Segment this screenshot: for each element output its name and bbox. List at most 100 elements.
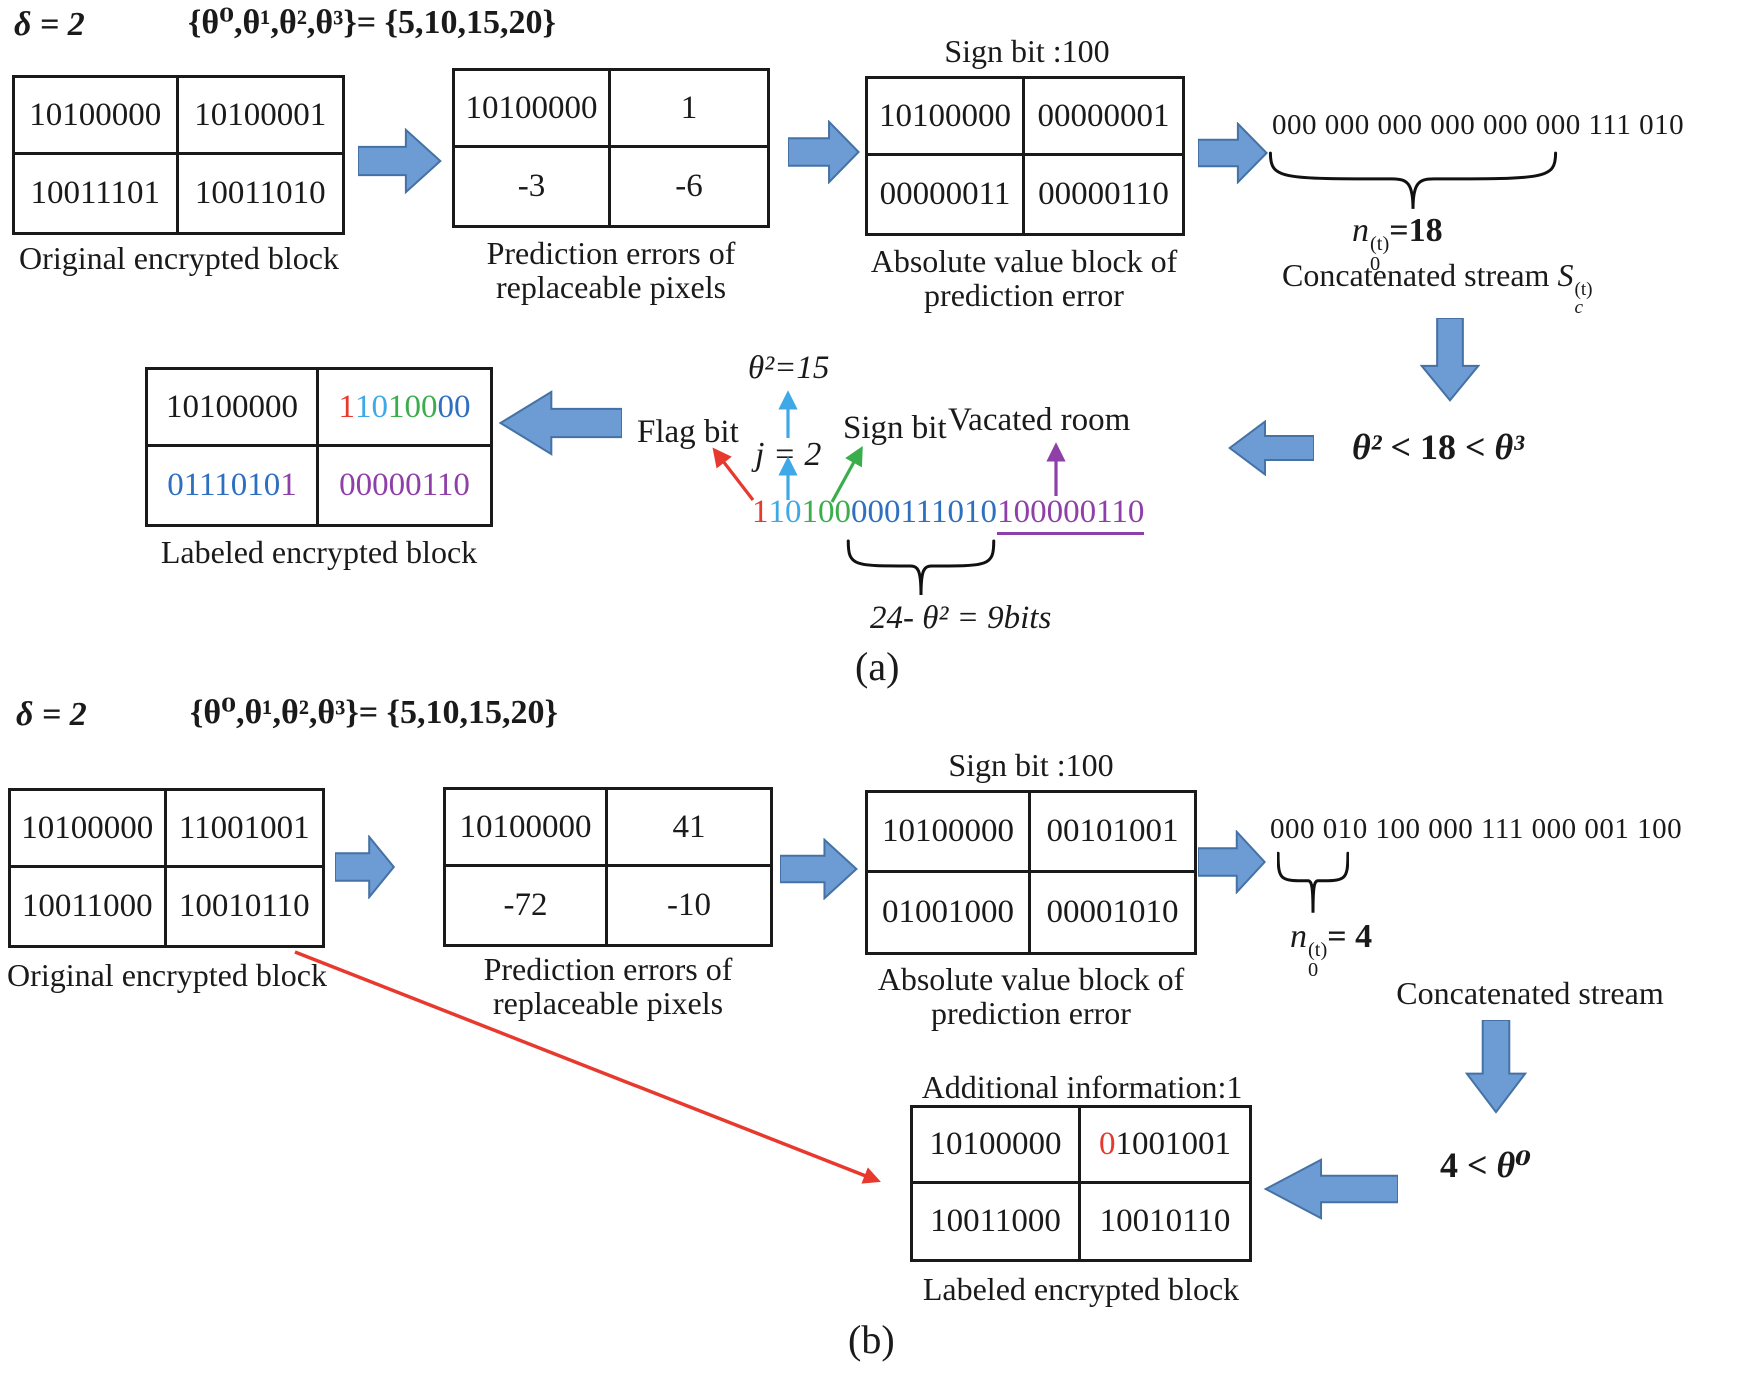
bit-segment: 00 (437, 388, 471, 425)
bit-segment: 1 (338, 388, 356, 425)
panel-b-tag: (b) (848, 1317, 895, 1362)
delta-label-b: δ = 2 (16, 696, 87, 733)
stream-caption-b: Concatenated stream (1396, 975, 1664, 1011)
bit-segment-flag: 1 (752, 494, 769, 530)
prediction-block-caption-b-line2: replaceable pixels (492, 985, 724, 1021)
cell: 10100000 (868, 79, 1025, 156)
theta-set-label-a: {θ⁰,θ¹,θ²,θ³}= {5,10,15,20} (188, 4, 556, 41)
comparison-mid: 4 (1440, 1145, 1458, 1185)
arrow-right-icon (358, 128, 442, 194)
cell: 10011010 (194, 175, 326, 211)
bits-brace-label: 24- θ² = 9bits (870, 600, 1052, 636)
sign-bit-label-b: Sign bit :100 (948, 747, 1114, 783)
arrow-right-icon (788, 120, 860, 184)
arrow-right-icon (1198, 122, 1268, 184)
labeled-block-caption-b: Labeled encrypted block (922, 1271, 1240, 1307)
bit-segment: 0 (1099, 1125, 1116, 1162)
cell: 01001000 (868, 872, 1031, 952)
cell: -10 (667, 887, 711, 923)
flag-bit-label: Flag bit (637, 414, 739, 450)
bit-segment: 10 (355, 388, 388, 425)
cell: 00101001 (1031, 793, 1194, 873)
labeled-block-caption-a: Labeled encrypted block (160, 534, 478, 570)
flag-bit-arrow (712, 447, 755, 501)
stream-scripts: (t)c (1574, 278, 1593, 318)
j-to-theta-arrow (778, 390, 798, 438)
comparison-mid: 18 (1420, 427, 1456, 467)
bit-segment: 1 (280, 467, 297, 503)
labeled-encrypted-block-b: 10100000 0 1001001 10011000 10010110 (910, 1105, 1252, 1262)
n0-sub: 0 (1370, 252, 1381, 275)
cell: 10011000 (11, 868, 167, 945)
prediction-block-caption-b-line1: Prediction errors of (483, 951, 733, 987)
arrow-right-icon (335, 835, 395, 899)
bit-segment: 00000110 (339, 467, 470, 503)
concatenated-stream-b: 000 010 100 000 111 000 001 100 (1270, 813, 1683, 845)
bit-segment-vacated: 100000110 (997, 494, 1145, 536)
labeled-bitstream-a: 1 10 100 000111010 100000110 (752, 494, 1145, 536)
arrow-down-icon (1420, 318, 1480, 402)
delta-label-a: δ = 2 (14, 6, 85, 43)
arrow-right-icon (1198, 830, 1266, 894)
absolute-value-block-b: 10100000 00101001 01001000 00001010 (865, 790, 1197, 955)
n0-count-b: n(t)0= 4 (1290, 918, 1372, 980)
abs-block-caption-a-line1: Absolute value block of (870, 243, 1178, 279)
n0-value: =18 (1389, 212, 1443, 249)
n0-sub: 0 (1308, 958, 1319, 981)
bit-segment-payload: 000111010 (851, 494, 998, 530)
n0-var: n (1290, 918, 1307, 955)
prediction-errors-block-a: 10100000 1 -3 -6 (452, 68, 770, 228)
n0-var: n (1352, 212, 1369, 249)
comparison-post: < θ⁰ (1458, 1145, 1531, 1185)
stream-var: S (1557, 257, 1574, 293)
n0-count-a: n(t)0=18 (1352, 212, 1443, 274)
prediction-errors-block-b: 10100000 41 -72 -10 (443, 787, 773, 947)
panel-a-tag: (a) (855, 644, 900, 689)
cell: 10011000 (913, 1183, 1081, 1259)
cell: 41 (608, 790, 770, 867)
stream-caption-text: Concatenated stream (1282, 257, 1558, 293)
bit-segment-j: 10 (768, 494, 802, 530)
arrow-right-icon (780, 838, 858, 900)
cell: 00001010 (1046, 893, 1179, 930)
underbrace-icon (846, 538, 996, 598)
cell-colored: 0 1001001 (1081, 1108, 1249, 1184)
stream-sub: c (1574, 296, 1583, 318)
cell: 10100000 (455, 71, 611, 148)
vacated-room-arrow (1046, 442, 1066, 496)
bits-to-j-arrow (778, 456, 798, 500)
prediction-block-caption-a-line1: Prediction errors of (486, 235, 736, 271)
abs-block-caption-a-line2: prediction error (924, 277, 1124, 313)
n0-sup: (t) (1308, 939, 1328, 962)
original-block-caption-b: Original encrypted block (7, 957, 327, 993)
n0-scripts: (t)0 (1308, 939, 1328, 981)
threshold-comparison-a: θ² < 18 < θ³ (1352, 427, 1524, 468)
bit-segment-sign: 100 (801, 494, 852, 530)
cell: -6 (675, 168, 703, 204)
vacated-room-label: Vacated room (948, 402, 1131, 438)
stream-sup: (t) (1574, 278, 1593, 300)
cell: 00000011 (868, 156, 1025, 233)
cell: 10100000 (446, 790, 608, 867)
comparison-post: < θ³ (1456, 427, 1524, 467)
prediction-block-caption-a-line2: replaceable pixels (495, 269, 727, 305)
abs-block-caption-b-line2: prediction error (931, 995, 1131, 1031)
cell: 10011101 (15, 155, 179, 232)
cell: 00000001 (1025, 79, 1182, 156)
cell-colored: 00000110 (319, 447, 490, 524)
cell: 10100000 (868, 793, 1031, 873)
cell: -72 (446, 867, 608, 944)
cell: 11001001 (166, 791, 322, 868)
cell: 00000110 (1038, 176, 1169, 212)
cell: 10010110 (1099, 1202, 1231, 1239)
bit-segment: 100 (388, 388, 438, 425)
cell-colored: 0111010 1 (148, 447, 319, 524)
theta-set-label-b: {θ⁰,θ¹,θ²,θ³}= {5,10,15,20} (190, 694, 558, 731)
cell: 10100000 (15, 78, 179, 155)
arrow-down-icon (1465, 1020, 1527, 1114)
n0-value: = 4 (1327, 918, 1373, 955)
theta2-value-label: θ²=15 (748, 350, 830, 386)
labeled-encrypted-block-a: 10100000 1 10 100 00 0111010 1 00000110 (145, 367, 493, 527)
cell-colored: 1 10 100 00 (319, 370, 490, 447)
